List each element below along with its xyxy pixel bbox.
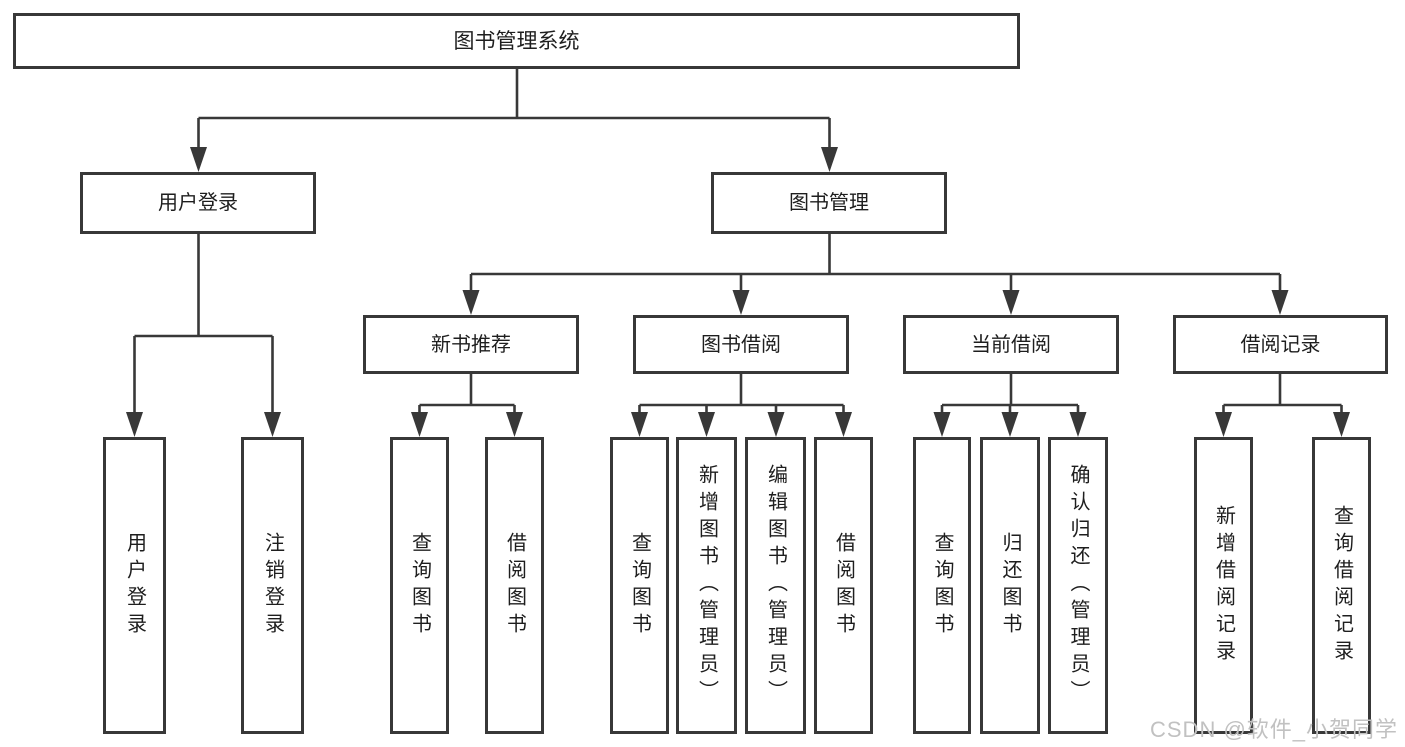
node-leaf-query-books-1: 查询图书 (390, 437, 449, 734)
leaf-label: 编辑图书（管理员） (764, 464, 787, 707)
node-book-mgmt-label: 图书管理 (789, 192, 869, 214)
node-leaf-borrow-books-2: 借阅图书 (814, 437, 873, 734)
arrowhead-leaf-c3 (767, 412, 785, 437)
arrowhead-leaf-a1 (126, 412, 143, 437)
node-leaf-logout: 注销登录 (241, 437, 304, 734)
arrowhead-leaf-c2 (698, 412, 715, 437)
leaf-label: 查询图书 (931, 531, 953, 640)
arrowhead-book-mgmt (821, 147, 838, 172)
node-leaf-add-borrow-record: 新增借阅记录 (1194, 437, 1253, 734)
leaf-label: 用户登录 (123, 531, 146, 640)
node-current-borrow-label: 当前借阅 (971, 333, 1051, 356)
node-book-mgmt: 图书管理 (711, 172, 947, 234)
arrowhead-borrow-records (1271, 290, 1289, 315)
arrowhead-leaf-d2 (1001, 412, 1019, 437)
node-book-borrow: 图书借阅 (633, 315, 849, 374)
arrowhead-leaf-e2 (1333, 412, 1350, 437)
arrowhead-book-borrow (732, 290, 750, 315)
arrowhead-leaf-c4 (835, 412, 852, 437)
node-leaf-return-books: 归还图书 (980, 437, 1040, 734)
arrowhead-leaf-c1 (631, 412, 648, 437)
arrowhead-leaf-d1 (933, 412, 951, 437)
arrowhead-current-borrow (1002, 290, 1020, 315)
node-book-borrow-label: 图书借阅 (701, 333, 781, 356)
node-leaf-query-borrow-record: 查询借阅记录 (1312, 437, 1371, 734)
arrowhead-leaf-d3 (1069, 412, 1087, 437)
arrowhead-leaf-e1 (1215, 412, 1232, 437)
leaf-label: 查询图书 (408, 531, 431, 640)
arrowhead-leaf-b2 (506, 412, 523, 437)
node-leaf-query-books-2: 查询图书 (610, 437, 669, 734)
node-root-label: 图书管理系统 (453, 29, 580, 53)
node-leaf-add-books-admin: 新增图书（管理员） (676, 437, 737, 734)
csdn-watermark: CSDN @软件_小贺同学 (1150, 717, 1399, 742)
node-user-login-label: 用户登录 (158, 192, 238, 214)
leaf-label: 新增图书（管理员） (695, 464, 718, 707)
node-borrow-records-label: 借阅记录 (1240, 333, 1321, 356)
node-current-borrow: 当前借阅 (903, 315, 1119, 374)
arrowhead-leaf-b1 (411, 412, 428, 437)
leaf-label: 查询借阅记录 (1330, 504, 1353, 667)
leaf-label: 新增借阅记录 (1212, 504, 1235, 667)
node-borrow-records: 借阅记录 (1173, 315, 1388, 374)
node-leaf-user-login: 用户登录 (103, 437, 166, 734)
leaf-label: 借阅图书 (832, 531, 855, 640)
leaf-label: 归还图书 (999, 531, 1021, 640)
leaf-label: 注销登录 (261, 531, 284, 640)
node-user-login: 用户登录 (80, 172, 316, 234)
node-new-book-rec: 新书推荐 (363, 315, 579, 374)
node-root: 图书管理系统 (13, 13, 1020, 69)
leaf-label: 确认归还（管理员） (1067, 464, 1089, 707)
arrowhead-leaf-a2 (264, 412, 281, 437)
node-leaf-edit-books-admin: 编辑图书（管理员） (745, 437, 806, 734)
node-leaf-borrow-books-1: 借阅图书 (485, 437, 544, 734)
node-new-book-rec-label: 新书推荐 (431, 333, 511, 356)
node-leaf-query-books-3: 查询图书 (913, 437, 971, 734)
arrowhead-user-login (190, 147, 207, 172)
arrowhead-new-book-rec (462, 290, 480, 315)
leaf-label: 查询图书 (628, 531, 651, 640)
node-leaf-confirm-return-admin: 确认归还（管理员） (1048, 437, 1108, 734)
leaf-label: 借阅图书 (503, 531, 526, 640)
